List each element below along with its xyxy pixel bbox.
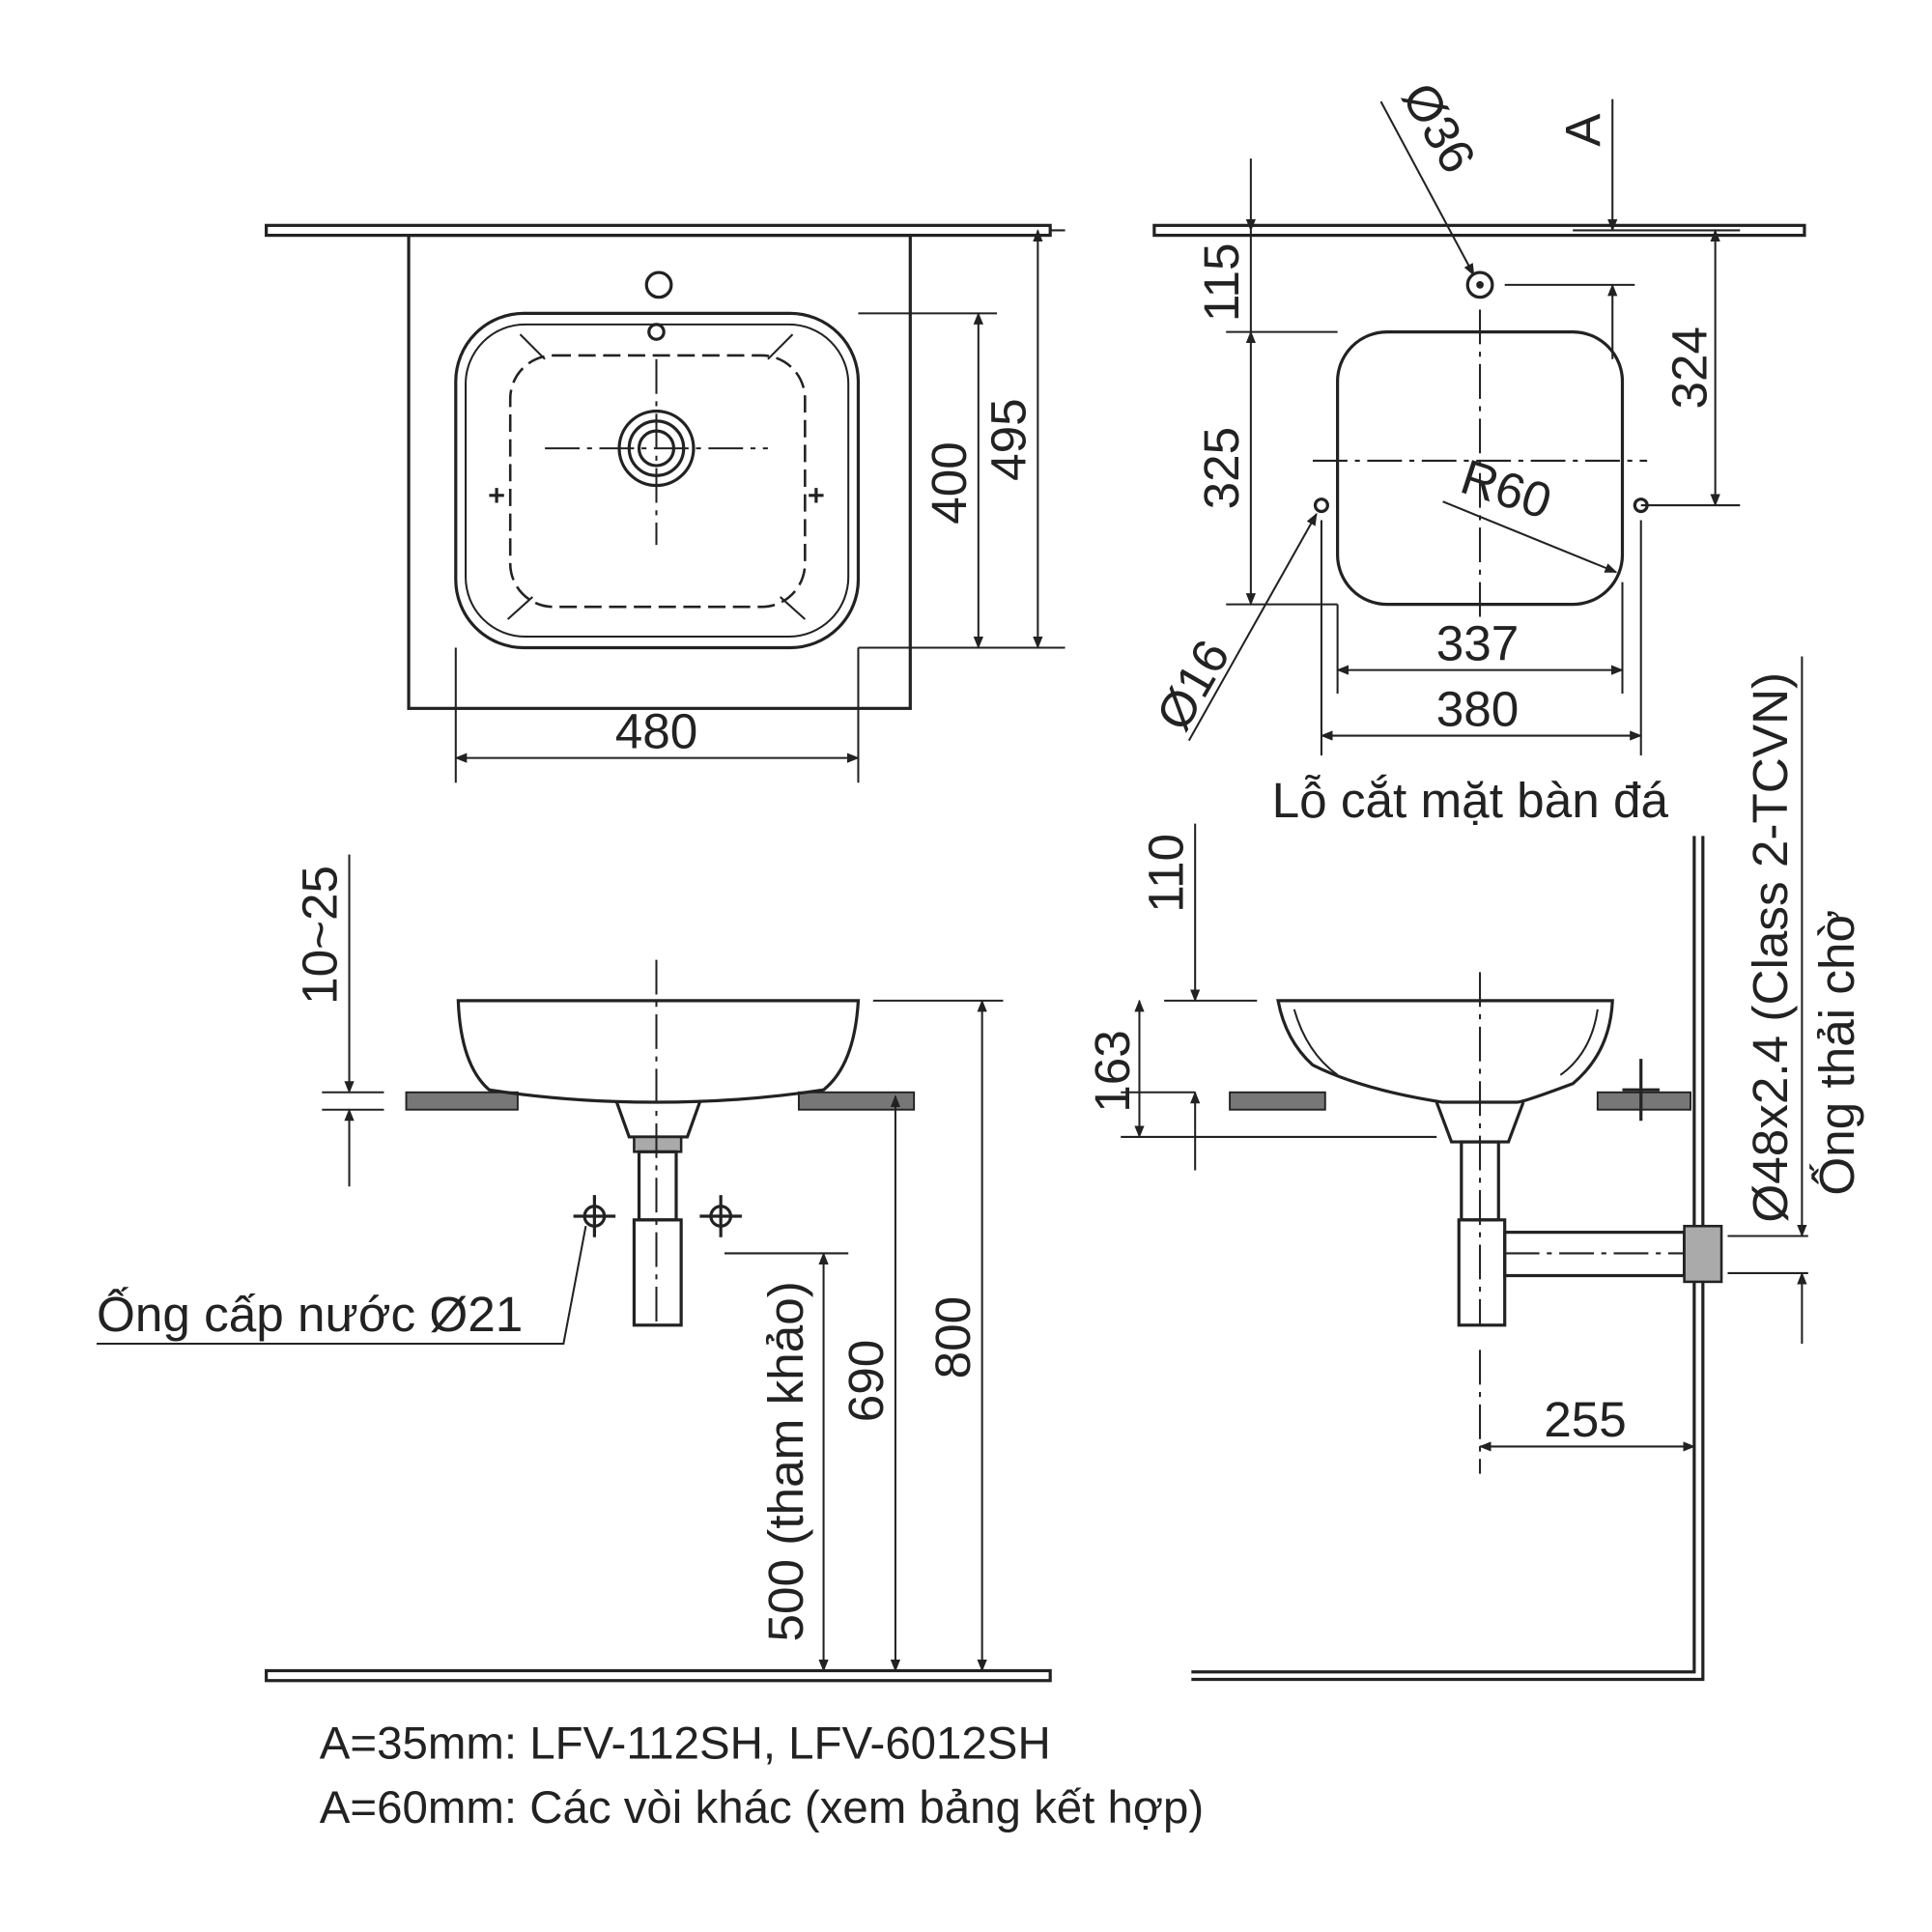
side-elevation-right: 110 163 255 Ø48x2.4 (Class 2-TCVN) Ống t… (1085, 656, 1864, 1682)
supply-valve-icon (573, 1195, 616, 1237)
note-a60: A=60mm: Các vòi khác (xem bảng kết hợp) (320, 1782, 1204, 1833)
dim-495: 495 (981, 398, 1037, 481)
note-a35: A=35mm: LFV-112SH, LFV-6012SH (320, 1719, 1051, 1770)
dim-324: 324 (1662, 327, 1718, 410)
dim-337: 337 (1436, 615, 1520, 670)
hole-36: Ø36 (1392, 73, 1487, 182)
basin-section (1276, 999, 1614, 1104)
dim-325: 325 (1194, 427, 1249, 510)
label-A: A (1555, 113, 1610, 147)
supply-label: Ống cấp nước Ø21 (97, 1286, 523, 1342)
dim-10-25: 10~25 (293, 866, 348, 1005)
hole-16: Ø16 (1146, 631, 1240, 739)
dim-400: 400 (922, 441, 977, 525)
cutout-plan-view: 115 325 324 A Ø36 R60 Ø16 337 380 Lỗ cắt… (1146, 73, 1806, 828)
drain-label: Ống thải chờ (1808, 910, 1864, 1196)
basin-inner (508, 354, 807, 609)
dim-480: 480 (615, 703, 698, 758)
supply-valve-icon (699, 1195, 742, 1237)
floor-line (265, 1668, 1052, 1683)
basin-outer (454, 311, 861, 650)
dim-690: 690 (838, 1340, 894, 1423)
cutout-caption: Lỗ cắt mặt bàn đá (1272, 773, 1669, 828)
dim-163: 163 (1085, 1030, 1140, 1113)
basin-side (456, 999, 861, 1104)
dim-255: 255 (1544, 1392, 1627, 1447)
pipe-spec: Ø48x2.4 (Class 2-TCVN) (1743, 672, 1798, 1223)
top-plan-view: 400 495 480 (265, 223, 1065, 783)
faucet-hole (1465, 270, 1494, 299)
side-elevation-left: 10~25 800 690 500 (tham khảo) Ống cấp nư… (97, 854, 1052, 1683)
faucet-hole (644, 270, 673, 299)
dim-800: 800 (925, 1296, 980, 1379)
cabinet-outline (407, 233, 912, 710)
dim-110: 110 (1138, 834, 1193, 913)
dim-500: 500 (tham khảo) (758, 1281, 813, 1641)
floor-wall (1191, 836, 1705, 1682)
supply-leader (97, 1226, 587, 1346)
countertop (1152, 223, 1806, 238)
dim-380: 380 (1436, 681, 1520, 736)
dim-115: 115 (1194, 242, 1249, 322)
notes: A=35mm: LFV-112SH, LFV-6012SH A=60mm: Cá… (320, 1719, 1204, 1834)
